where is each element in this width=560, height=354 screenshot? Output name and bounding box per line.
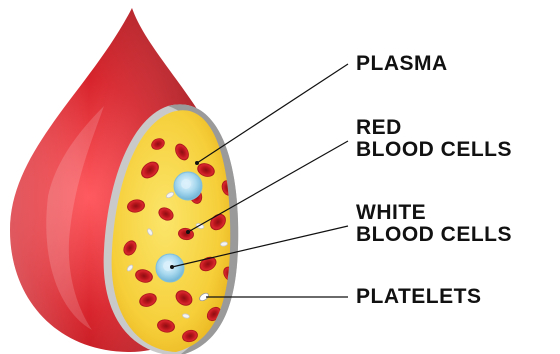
red-blood-cells-leader-dot — [186, 230, 190, 234]
label-white-blood-cells-line2: BLOOD CELLS — [356, 224, 512, 246]
white-blood-cells-leader-dot — [170, 265, 174, 269]
label-white-blood-cells-line1: WHITE — [356, 202, 512, 224]
plasma-leader-dot — [195, 161, 199, 165]
label-plasma: PLASMA — [356, 53, 448, 75]
label-platelets-text: PLATELETS — [356, 286, 481, 308]
plasma-leader-line — [197, 64, 348, 163]
white-blood-cell-nucleus — [181, 179, 191, 189]
label-platelets: PLATELETS — [356, 286, 481, 308]
label-plasma-text: PLASMA — [356, 53, 448, 75]
label-red-blood-cells: RED BLOOD CELLS — [356, 117, 512, 161]
label-red-blood-cells-line1: RED — [356, 117, 512, 139]
label-white-blood-cells: WHITE BLOOD CELLS — [356, 202, 512, 246]
label-red-blood-cells-line2: BLOOD CELLS — [356, 139, 512, 161]
